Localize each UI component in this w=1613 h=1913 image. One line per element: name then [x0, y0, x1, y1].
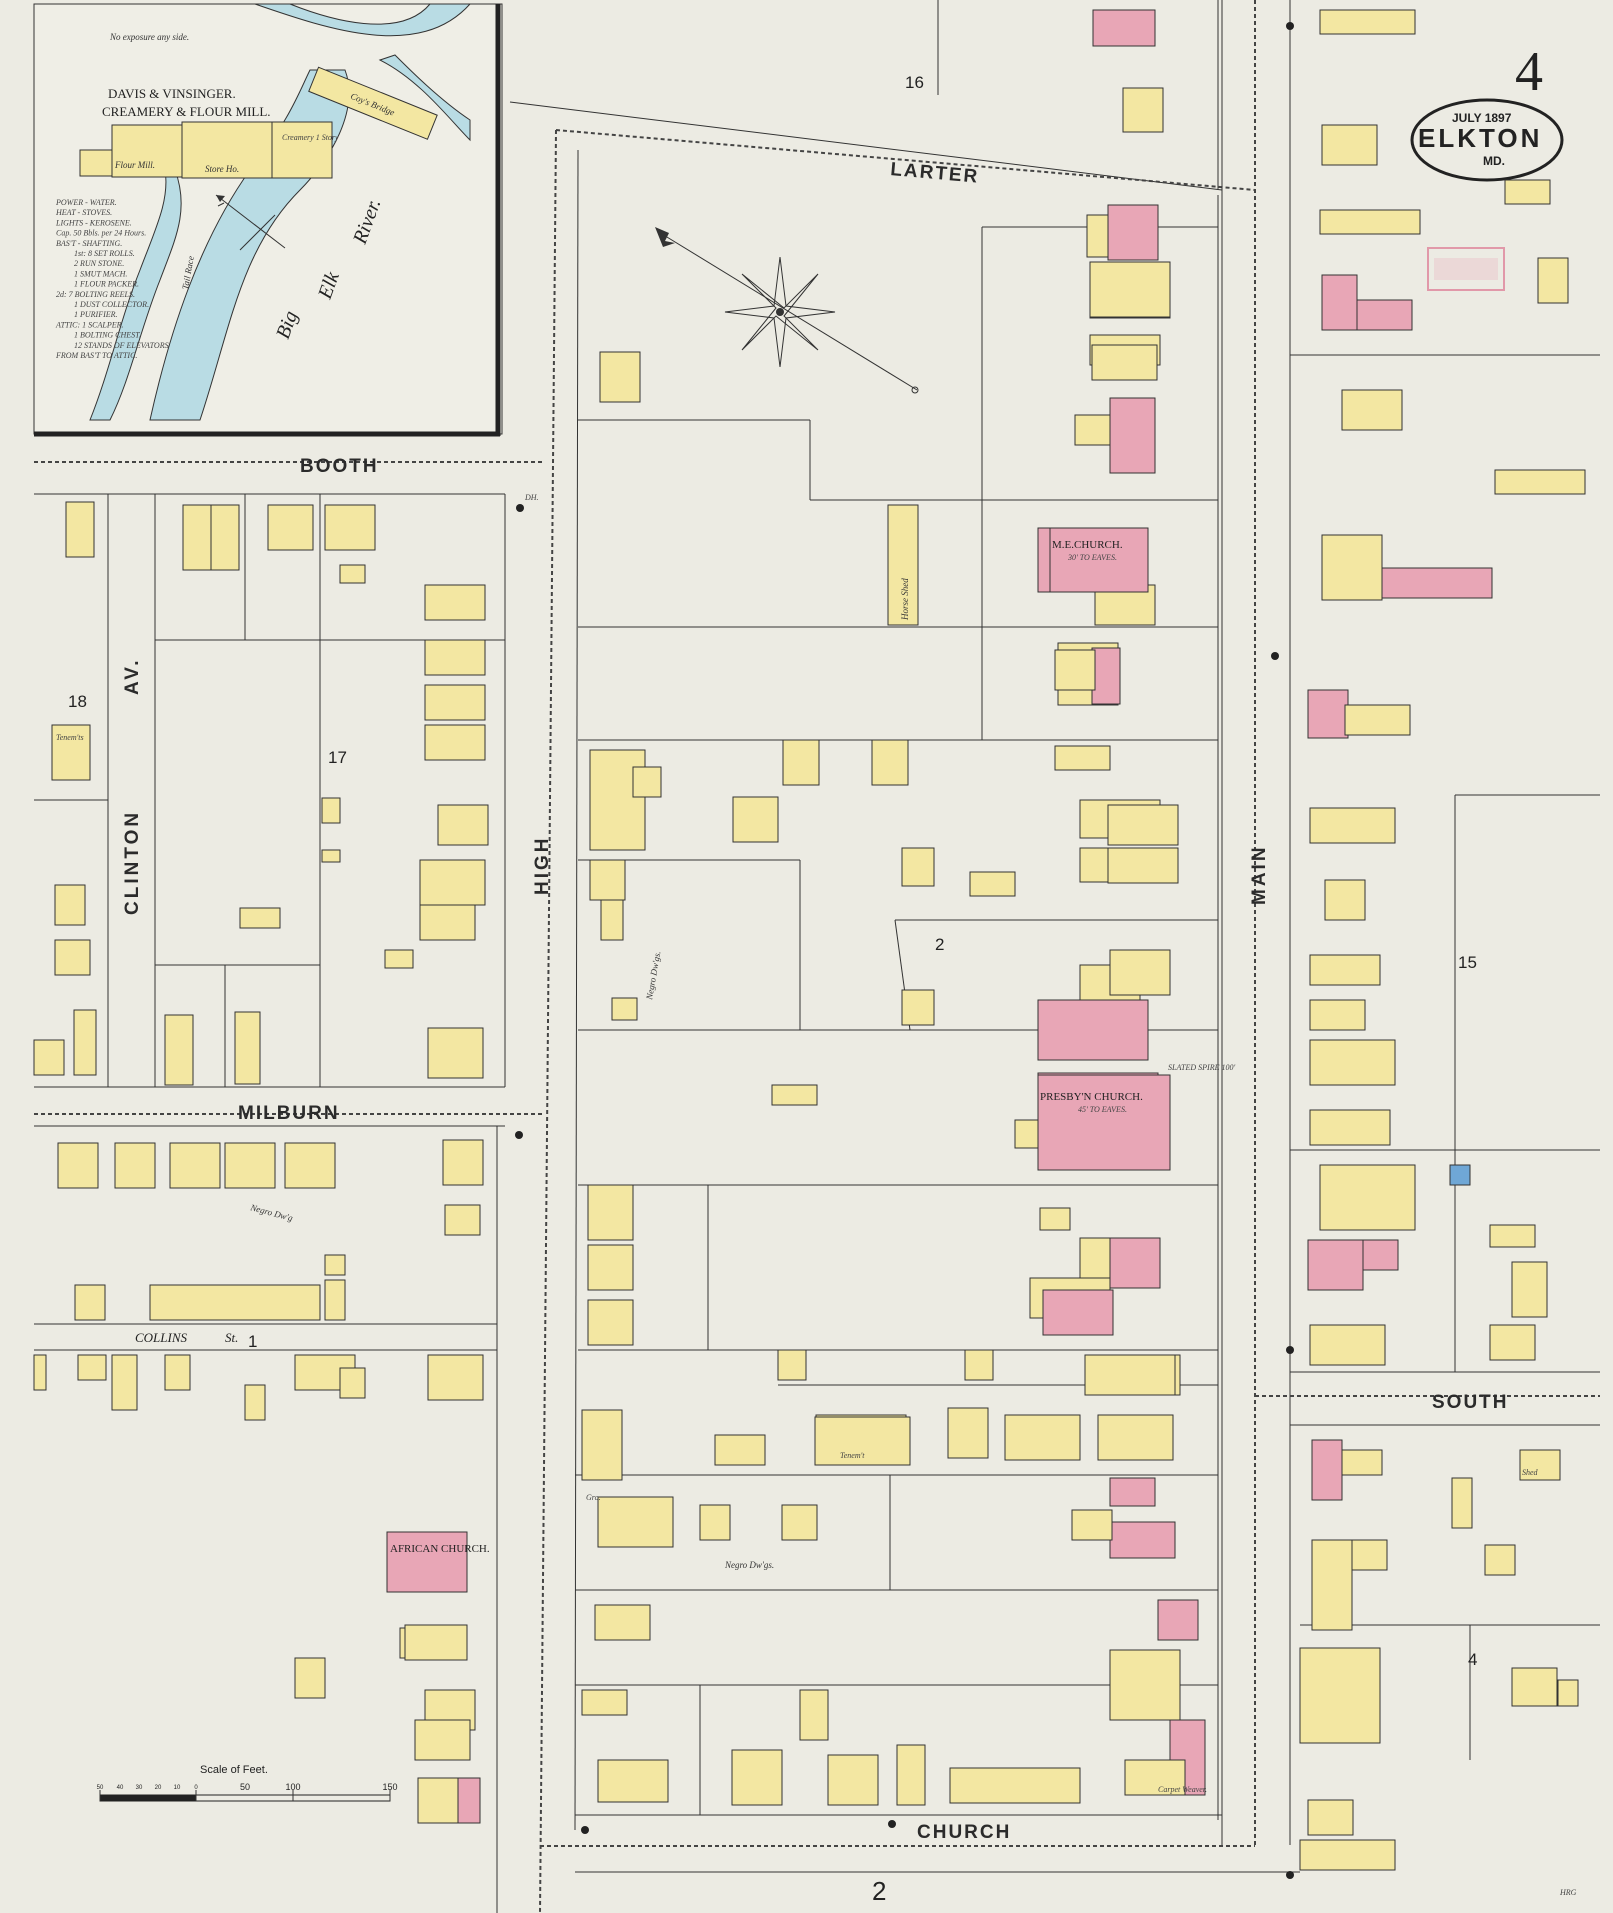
presby-church-note: 45' TO EAVES.: [1078, 1105, 1127, 1114]
scale-tick-label: 40: [117, 1785, 124, 1791]
inset-notes: POWER - WATER.HEAT - STOVES.LIGHTS - KER…: [55, 198, 169, 360]
inset-note-line: 1 PURIFIER.: [74, 310, 118, 319]
gro-label: Gro.: [586, 1493, 601, 1502]
inset-note-line: 1st: 8 SET ROLLS.: [74, 249, 135, 258]
african-church-building: [386, 1531, 468, 1593]
svg-text:Store Ho.: Store Ho.: [205, 164, 239, 174]
street-south: SOUTH: [1432, 1392, 1509, 1413]
block-15: 15: [1458, 953, 1477, 972]
scale-tick-label: 10: [174, 1785, 181, 1791]
street-av: AV.: [122, 657, 143, 695]
negro-dwgs-3: Negro Dw'g: [249, 1202, 295, 1223]
inset-note-line: 2 RUN STONE.: [74, 259, 124, 268]
mill-buildings: Flour Mill. Store Ho. Creamery 1 Story: [79, 121, 339, 179]
street-larter: LARTER: [890, 159, 981, 188]
carpet-weaver-label: Carpet Weaver.: [1158, 1785, 1207, 1794]
block-17: 17: [328, 748, 347, 767]
svg-text:Creamery 1 Story: Creamery 1 Story: [282, 133, 339, 142]
scale-tick-label: 50: [97, 1785, 104, 1791]
scale-title: Scale of Feet.: [200, 1764, 268, 1776]
scale-tick-label: 20: [155, 1785, 162, 1791]
inset-note-line: ATTIC: 1 SCALPER.: [55, 320, 123, 329]
sheet-state: MD.: [1483, 154, 1505, 168]
negro-dwgs-2: Negro Dw'gs.: [724, 1560, 774, 1570]
building-labels: M.E.CHURCH. 30' TO EAVES. PRESBY'N CHURC…: [56, 539, 1539, 1794]
shed-label: Shed: [1522, 1468, 1539, 1477]
corner-initials: HRG: [1559, 1888, 1577, 1897]
block-1: 1: [248, 1332, 257, 1351]
tenements-label: Tenem'ts: [56, 733, 84, 742]
block-2: 2: [935, 935, 944, 954]
tenemt-label: Tenem't: [840, 1451, 865, 1460]
street-collins-st: St.: [225, 1330, 238, 1345]
street-clinton: CLINTON: [122, 810, 143, 915]
street-booth: BOOTH: [300, 456, 379, 477]
inset-note-line: 1 DUST COLLECTOR.: [74, 300, 149, 309]
scale-tick-label: 50: [240, 1782, 250, 1792]
inset-north-arrow: [215, 194, 286, 251]
scale-tick-label: 150: [382, 1782, 397, 1792]
street-high: HIGH: [532, 836, 553, 896]
inset-note-line: POWER - WATER.: [55, 198, 117, 207]
sheet-title: 4 JULY 1897 ELKTON MD.: [1410, 41, 1564, 182]
dh-label: DH.: [524, 493, 539, 502]
adjacent-sheet-2: 2: [872, 1876, 886, 1906]
presby-church-label: PRESBY'N CHURCH.: [1040, 1091, 1143, 1103]
horse-shed-label: Horse Shed: [900, 578, 910, 621]
svg-text:Flour Mill.: Flour Mill.: [114, 160, 155, 170]
inset-title-1: DAVIS & VINSINGER.: [108, 86, 236, 101]
me-church-note: 30' TO EAVES.: [1067, 553, 1117, 562]
african-church-label: AFRICAN CHURCH.: [390, 1543, 490, 1555]
buildings-frame: [33, 9, 1586, 1871]
block-18: 18: [68, 692, 87, 711]
street-milburn: MILBURN: [238, 1103, 340, 1124]
block-4: 4: [1468, 1650, 1477, 1669]
inset-title-2: CREAMERY & FLOUR MILL.: [102, 104, 271, 119]
compass-rose: [655, 227, 919, 394]
me-church-building: [1049, 527, 1149, 593]
sheet-date: JULY 1897: [1452, 111, 1512, 125]
exposure-note: No exposure any side.: [109, 32, 189, 42]
river: [254, 3, 472, 37]
inset-note-line: 1 BOLTING CHEST.: [74, 331, 141, 340]
scale-tick-label: 100: [285, 1782, 300, 1792]
scale-tick-label: 30: [136, 1785, 143, 1791]
scale-tick-label: 0: [194, 1785, 198, 1791]
inset-panel: Coy's Bridge Flour Mill. Store Ho. Cream…: [33, 3, 503, 437]
street-main: MAIN: [1249, 844, 1270, 905]
inset-note-line: FROM BAS'T TO ATTIC.: [55, 351, 137, 360]
negro-dwgs-1: Negro Dw'gs.: [644, 950, 663, 1001]
inset-note-line: BAS'T - SHAFTING.: [56, 239, 122, 248]
inset-note-line: 12 STANDS OF ELEVATORS: [74, 341, 169, 350]
inset-note-line: 1 SMUT MACH.: [74, 269, 127, 278]
inset-note-line: LIGHTS - KEROSENE.: [55, 218, 132, 227]
sheet-town: ELKTON: [1418, 123, 1542, 153]
street-collins: COLLINS: [135, 1330, 188, 1345]
slated-spire-label: SLATED SPIRE 100': [1168, 1063, 1235, 1072]
block-16: 16: [905, 73, 924, 92]
street-labels: LARTER BOOTH MILBURN COLLINS St. SOUTH C…: [122, 159, 1509, 1843]
presby-church-building: [1037, 1074, 1171, 1171]
street-church: CHURCH: [917, 1822, 1011, 1843]
me-church-label: M.E.CHURCH.: [1052, 539, 1123, 551]
hydrant-markers: DH.: [515, 22, 1294, 1879]
block-numbers: 16 18 17 2 15 4 1 2: [68, 73, 1477, 1906]
inset-note-line: HEAT - STOVES.: [55, 208, 112, 217]
sheet-number: 4: [1515, 41, 1543, 103]
inset-note-line: Cap. 50 Bbls. per 24 Hours.: [56, 229, 146, 238]
inset-note-line: 1 FLOUR PACKER.: [74, 280, 139, 289]
library-stamp: [1427, 247, 1505, 291]
inset-note-line: 2d: 7 BOLTING REELS.: [56, 290, 135, 299]
